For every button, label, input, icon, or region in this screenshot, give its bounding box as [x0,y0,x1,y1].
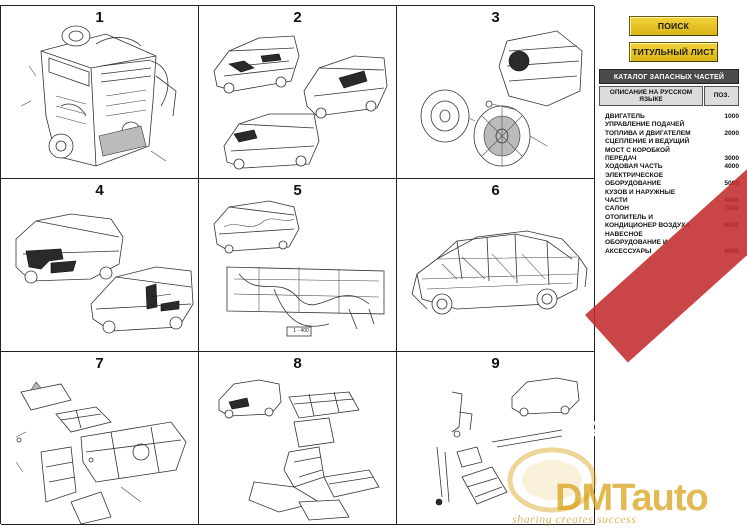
item-description: ОТОПИТЕЛЬ И КОНДИЦИОНЕР ВОЗДУХА [605,213,691,230]
engine-icon [20,25,177,167]
catalog-item-clutch[interactable]: СЦЕПЛЕНИЕ И ВЕДУЩИЙ МОСТ С КОРОБКОЙ ПЕРЕ… [605,138,739,163]
section-3-clutch-transmission[interactable]: 3 [397,6,595,179]
body-shell-icon [411,230,588,315]
interior-icon [15,381,187,524]
section-9-accessories[interactable]: 9 [397,352,595,525]
catalog-item-electrical[interactable]: ЭЛЕКТРИЧЕСКОЕ ОБОРУДОВАНИЕ 5000 [605,172,739,189]
item-description: ХОДОВАЯ ЧАСТЬ [605,163,663,171]
column-header-position: ПОЗ. [704,86,739,106]
section-grid: 1 2 [0,5,595,525]
suspension-icon [15,213,194,334]
catalog-item-suspension[interactable]: ХОДОВАЯ ЧАСТЬ 4000 [605,163,739,171]
item-description: САЛОН [605,205,629,213]
engine-control-wiring-icon [213,35,388,170]
section-number: 5 [293,182,302,199]
section-number: 8 [293,355,302,372]
item-description: ЭЛЕКТРИЧЕСКОЕ ОБОРУДОВАНИЕ [605,171,664,188]
electrical-harness-icon [213,200,385,337]
section-number: 6 [491,182,500,199]
item-position: 4000 [724,163,739,171]
section-4-suspension[interactable]: 4 [1,179,199,352]
item-description: КУЗОВ И НАРУЖНЫЕ ЧАСТИ [605,188,676,205]
section-number: 9 [491,355,500,372]
section-number: 1 [95,9,104,26]
catalog-item-engine[interactable]: ДВИГАТЕЛЬ 1000 [605,113,739,121]
section-number: 3 [491,9,500,26]
figure-label: 1 - 400 [293,328,309,334]
search-button[interactable]: ПОИСК [629,16,718,36]
catalog-title: КАТАЛОГ ЗАПАСНЫХ ЧАСТЕЙ [599,69,739,84]
section-number: 7 [95,355,104,372]
section-5-electrical[interactable]: 5 1 - 400 [199,179,397,352]
section-1-engine[interactable]: 1 [1,6,199,179]
item-position: 2000 [724,129,739,137]
section-number: 4 [95,182,104,199]
section-6-body[interactable]: 6 [397,179,595,352]
section-7-interior[interactable]: 7 [1,352,199,525]
heating-ducts-icon [218,379,380,521]
clutch-icon [420,30,583,167]
catalog-item-engine-control[interactable]: УПРАВЛЕНИЕ ПОДАЧЕЙ ТОПЛИВА И ДВИГАТЕЛЕМ … [605,121,739,138]
section-2-engine-control[interactable]: 2 [199,6,397,179]
item-description: УПРАВЛЕНИЕ ПОДАЧЕЙ ТОПЛИВА И ДВИГАТЕЛЕМ [605,121,691,137]
item-description: СЦЕПЛЕНИЕ И ВЕДУЩИЙ МОСТ С КОРОБКОЙ ПЕРЕ… [605,138,690,163]
item-description: ДВИГАТЕЛЬ [605,113,645,120]
title-page-button[interactable]: ТИТУЛЬНЫЙ ЛИСТ [629,42,718,62]
item-position: 1000 [724,113,739,120]
item-position: 3000 [724,155,739,163]
watermark-tagline: sharing creates success [512,512,637,526]
accessories-icon [435,377,580,506]
catalog-header: ОПИСАНИЕ НА РУССКОМ ЯЗЫКЕ ПОЗ. [599,86,739,106]
section-8-heating-ac[interactable]: 8 [199,352,397,525]
section-number: 2 [293,9,302,26]
watermark-brand: DMTauto [555,477,709,519]
column-header-description: ОПИСАНИЕ НА РУССКОМ ЯЗЫКЕ [599,86,703,106]
